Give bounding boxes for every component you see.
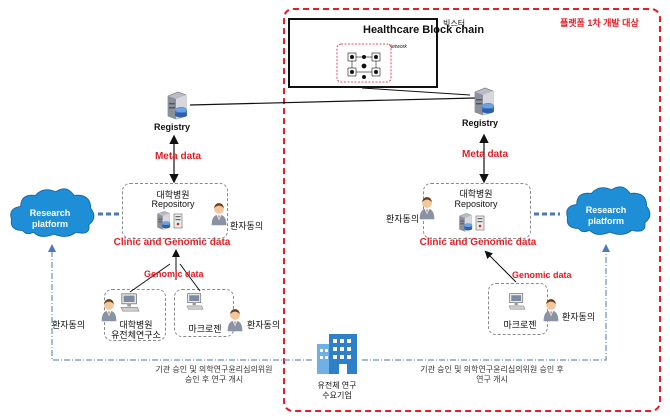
left-macrogen-label: 마크로젠 <box>188 324 222 334</box>
right-macrogen-label: 마크로젠 <box>503 320 537 330</box>
company-line1: 유전체 연구 <box>317 381 357 390</box>
left-research-line2: platform <box>32 219 68 229</box>
left-institute-computer-icon <box>120 293 140 312</box>
company-building-icon <box>317 334 357 374</box>
company-line2: 수요기업 <box>322 391 352 400</box>
left-registry-server-icon <box>167 91 188 120</box>
right-genomic-arrow <box>484 250 517 283</box>
left-institute-line2: 유전체연구소 <box>111 330 161 340</box>
left-registry-label: Registry <box>153 122 191 132</box>
left-hospital-box <box>122 183 228 239</box>
left-approval-line2: 승인 후 연구 개시 <box>184 375 244 384</box>
right-research-line1: Research <box>585 205 627 215</box>
left-macrogen-computer-icon <box>186 293 204 310</box>
left-hospital-person-icon <box>211 203 227 226</box>
left-genomic-label: Genomic data <box>144 269 204 279</box>
blockchain-title: Healthcare Block chain <box>363 24 485 36</box>
platform-scope-region <box>283 8 661 412</box>
right-meta-label: Meta data <box>461 149 509 160</box>
left-macrogen-consent: 환자동의 <box>247 320 281 330</box>
right-macrogen-person-icon <box>543 299 559 322</box>
right-hospital-person-icon <box>419 197 435 220</box>
bixter-label: 빅스터 <box>443 19 466 28</box>
left-institute-line1: 대학병원 <box>119 320 153 330</box>
left-institute-link <box>129 263 171 293</box>
blockchain-link <box>361 87 471 96</box>
right-hospital-consent: 환자동의 <box>386 214 420 224</box>
scope-label: 플랫폼 1차 개발 대상 <box>560 18 639 28</box>
left-macrogen-link <box>179 263 201 292</box>
right-repository-tower-icon <box>475 215 485 231</box>
left-clinic-label: Clinic and Genomic data <box>113 237 231 248</box>
left-repository-server-icon <box>157 210 171 230</box>
right-clinic-label: Clinic and Genomic data <box>419 237 537 248</box>
right-registry-server-icon <box>474 87 495 116</box>
left-macrogen-person-icon <box>227 309 243 332</box>
right-registry-label: Registry <box>461 118 499 128</box>
right-macrogen-consent: 환자동의 <box>562 312 596 322</box>
left-approval-line1: 기관 승인 및 의학연구윤리심의위원 <box>155 365 273 374</box>
blockchain-network-icon <box>336 43 392 83</box>
right-genomic-label: Genomic data <box>512 270 572 280</box>
right-hospital-name: 대학병원 <box>459 189 493 199</box>
right-repository-label: Repository <box>454 199 498 209</box>
left-approval-path <box>48 244 312 361</box>
right-approval-path <box>362 244 610 361</box>
right-macrogen-box <box>488 283 548 335</box>
right-approval-line2: 연구 개시 <box>476 375 508 384</box>
left-repository-tower-icon <box>173 213 183 229</box>
left-hospital-name: 대학병원 <box>156 190 190 200</box>
left-hospital-consent: 환자동의 <box>230 221 264 231</box>
left-institute-person-icon <box>101 299 117 322</box>
right-approval-line1: 기관 승인 및 의학연구윤리심의위원 승인 후 <box>420 365 564 374</box>
left-repository-label: Repository <box>151 199 195 209</box>
right-research-line2: platform <box>588 216 624 226</box>
left-institute-consent: 환자동의 <box>52 320 86 330</box>
right-repository-server-icon <box>459 212 473 232</box>
left-meta-label: Meta data <box>154 151 202 162</box>
left-research-line1: Research <box>29 208 71 218</box>
registry-link <box>189 97 476 106</box>
right-macrogen-computer-icon <box>508 293 526 310</box>
